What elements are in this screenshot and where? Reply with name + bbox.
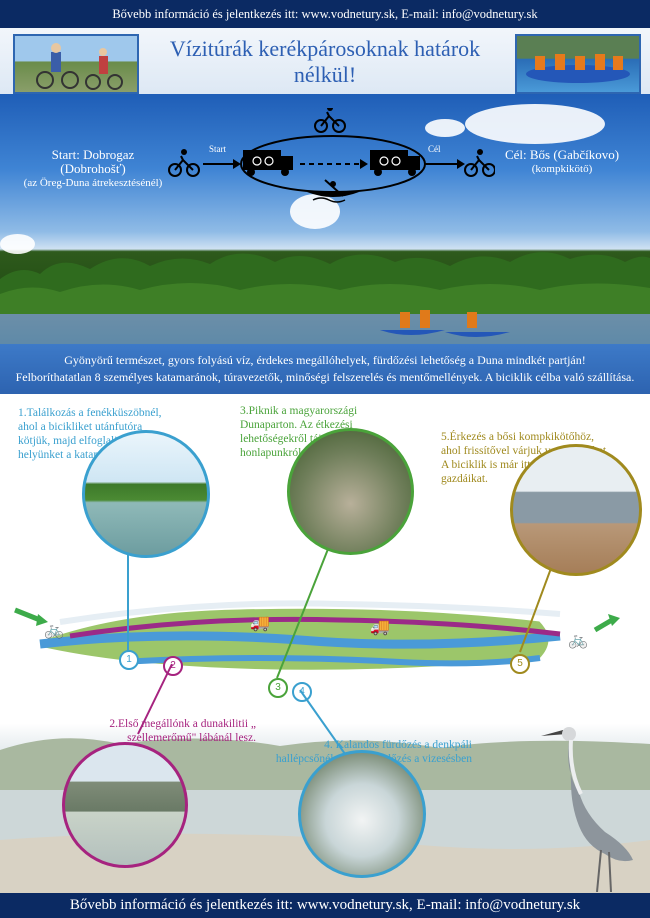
stop-2-photo <box>62 742 188 868</box>
bicycle-icon <box>314 108 346 133</box>
bottom-info-text: Bővebb információ és jelentkezés itt: ww… <box>69 897 581 913</box>
forest-treeline <box>0 252 650 314</box>
canoe-icon <box>307 179 359 203</box>
route-start-label: Start: Dobrogaz (Dobrohošť) <box>51 147 135 176</box>
cloud <box>425 119 465 137</box>
heron-illustration <box>541 727 633 892</box>
bicycle-icon <box>168 149 200 177</box>
stop-marker-5[interactable]: 5 <box>510 654 530 674</box>
canoeists-illustration <box>380 310 510 337</box>
rafting-illustration <box>526 54 630 83</box>
hero-landscape: Start: Dobrogaz (Dobrohošť) (az Öreg-Dun… <box>0 94 650 344</box>
stop-2-description: 2.Első megállónk a dunakilitii „ szellem… <box>109 718 256 744</box>
stop-1-photo <box>82 430 210 558</box>
route-end-label: Cél: Bős (Gabčíkovo) <box>504 147 620 162</box>
stop-5-photo <box>510 444 642 576</box>
page-headline: Vízitúrák kerékpárosoknak határok nélkül… <box>169 36 481 87</box>
route-map <box>14 600 620 673</box>
arrow-start-label: Start <box>209 144 226 154</box>
stop-marker-3[interactable]: 3 <box>268 678 288 698</box>
cyclists-photo <box>13 34 139 94</box>
info-bar: Gyönyörű természet, gyors folyású víz, é… <box>0 344 650 394</box>
route-end-sub: (kompkikötő) <box>531 163 593 175</box>
bicycle-icon <box>464 149 495 177</box>
route-diagram <box>168 108 495 203</box>
bicycle-map-icon: 🚲 <box>44 622 64 639</box>
arrow-end-label: Cél <box>428 144 441 154</box>
bicycle-map-icon: 🚲 <box>568 632 588 649</box>
top-info-text: Bővebb információ és jelentkezés itt: ww… <box>112 7 538 21</box>
rafting-photo <box>515 34 641 94</box>
cloud <box>0 234 35 254</box>
route-start-sub: (az Öreg-Duna átrekesztésénél) <box>23 177 163 189</box>
truck-map-icon: 🚚 <box>370 619 390 636</box>
cloud <box>465 104 605 144</box>
stop-3-photo <box>287 428 414 555</box>
truck-icon <box>243 150 293 176</box>
info-line-1: Gyönyörű természet, gyors folyású víz, é… <box>64 353 586 367</box>
stop-4-photo <box>298 750 426 878</box>
truck-icon <box>370 150 420 176</box>
cyclists-illustration <box>36 43 123 90</box>
stop-connectors <box>127 543 561 755</box>
bottom-info-banner: Bővebb információ és jelentkezés itt: ww… <box>0 893 650 918</box>
top-info-banner: Bővebb információ és jelentkezés itt: ww… <box>0 0 650 28</box>
info-line-2: Felboríthatatlan 8 személyes katamaránok… <box>15 370 635 384</box>
truck-map-icon: 🚚 <box>250 615 270 632</box>
